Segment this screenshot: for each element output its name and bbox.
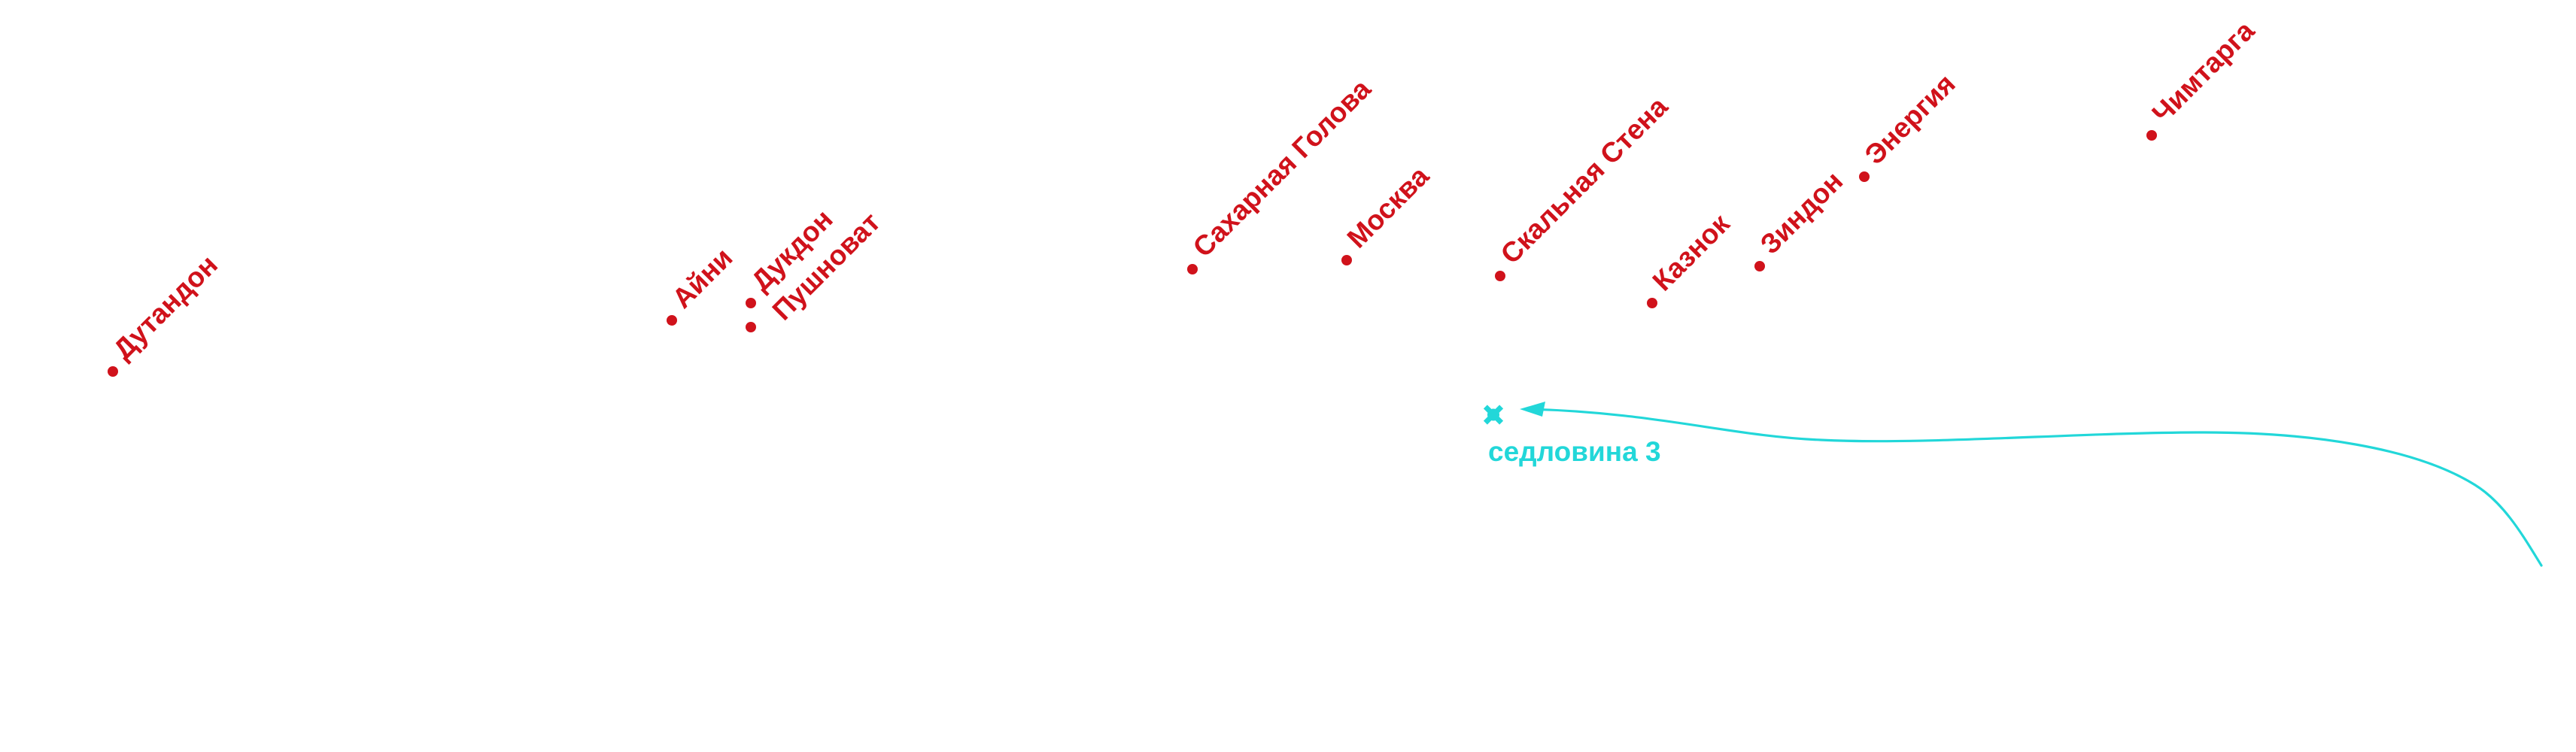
peak-kaznok[interactable]: Казнок — [1647, 208, 1736, 308]
peak-dot-icon — [2146, 130, 2157, 141]
peak-label: Скальная Стена — [1495, 91, 1674, 270]
route-line — [1526, 408, 2543, 567]
peak-dot-icon — [1859, 171, 1870, 182]
peak-dot-icon — [108, 366, 118, 377]
waypoint-label: седловина 3 — [1488, 436, 1661, 467]
peak-dot-icon — [667, 315, 677, 326]
peak-label: Энергия — [1859, 68, 1961, 170]
cross-marker-icon — [1483, 405, 1504, 425]
peak-label: Москва — [1341, 160, 1435, 254]
peak-dot-icon — [1495, 271, 1505, 281]
peak-label: Зиндон — [1754, 165, 1849, 260]
peak-moskva[interactable]: Москва — [1341, 160, 1435, 265]
peak-skalnaya-stena[interactable]: Скальная Стена — [1495, 91, 1674, 281]
waypoint-sedlovina[interactable]: седловина 3 — [1483, 405, 1661, 467]
peak-label: Казнок — [1647, 208, 1736, 296]
peak-chimtarga[interactable]: Чимтарга — [2146, 15, 2261, 141]
route-track[interactable] — [1520, 402, 2543, 567]
peak-sakharnaya-golova[interactable]: Сахарная Голова — [1187, 73, 1377, 274]
peak-dutandon[interactable]: Дутандон — [108, 249, 223, 377]
peak-label: Дутандон — [108, 249, 223, 365]
peak-zindon[interactable]: Зиндон — [1754, 165, 1849, 271]
peak-dot-icon — [1187, 264, 1198, 274]
arrow-head-icon — [1520, 402, 1545, 417]
peak-aini[interactable]: Айни — [667, 242, 739, 326]
peak-label: Айни — [667, 242, 739, 314]
peak-energiya[interactable]: Энергия — [1859, 68, 1961, 182]
peak-dot-icon — [1754, 261, 1765, 271]
peak-dot-icon — [746, 298, 756, 308]
peak-dot-icon — [1647, 298, 1657, 308]
peak-label: Чимтарга — [2146, 15, 2261, 129]
peak-dot-icon — [1341, 255, 1352, 265]
peak-dot-icon — [746, 322, 756, 332]
